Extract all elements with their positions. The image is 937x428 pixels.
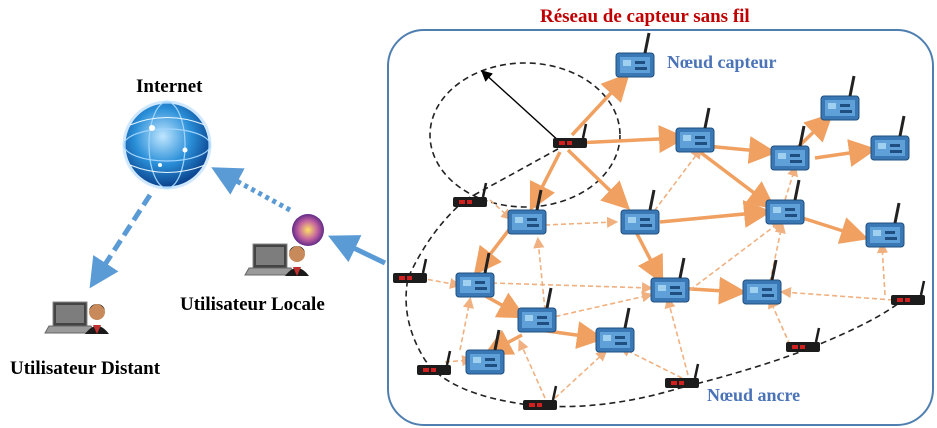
range-arrow	[480, 70, 561, 143]
range-ellipse	[429, 62, 621, 208]
gateway-icon	[292, 214, 324, 246]
anchor-node-label: Nœud ancre	[707, 385, 801, 405]
remote-user-label: Utilisateur Distant	[10, 358, 161, 379]
remote-user-icon	[44, 301, 110, 335]
network-boundary	[387, 29, 934, 426]
dashed-links	[419, 147, 894, 399]
network-title: Réseau de capteur sans fil	[540, 6, 750, 27]
internet-to-remote-arrow	[89, 193, 153, 289]
gateway-to-internet-arrow	[211, 167, 292, 213]
internet-label: Internet	[136, 76, 203, 97]
internet-globe-icon	[122, 100, 212, 190]
sensor-node-label: Nœud capteur	[667, 52, 777, 72]
sensor-nodes	[454, 31, 911, 376]
local-user-icon	[244, 243, 310, 277]
local-user-label: Utilisateur Locale	[180, 294, 325, 315]
anchor-boundary-upper	[464, 144, 566, 201]
network-to-gateway-arrow	[327, 235, 387, 266]
